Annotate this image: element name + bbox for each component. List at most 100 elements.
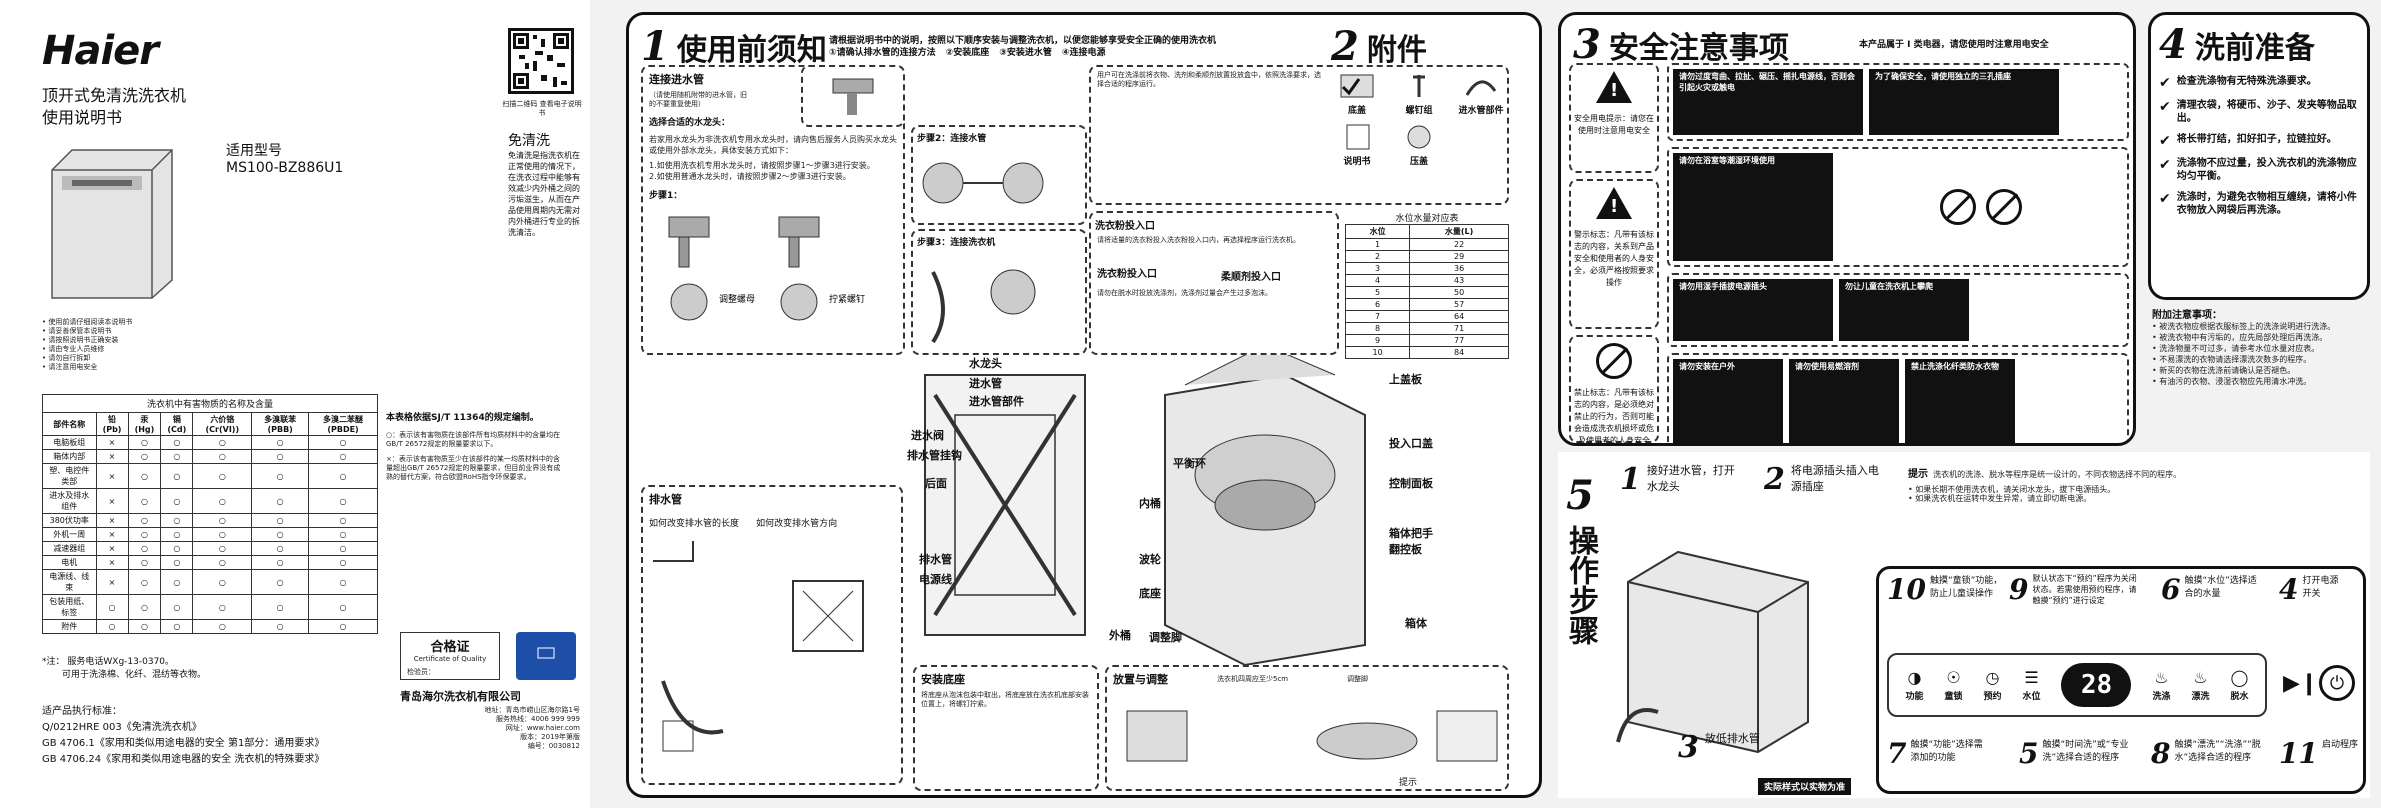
table-cell: 进水及排水组件 [42, 488, 97, 514]
label-base: 底座 [1139, 587, 1161, 600]
table-cell: 电源线、线束 [42, 569, 97, 595]
level-box: 放置与调整 洗衣机四周应至少5cm 调整脚 [1105, 665, 1509, 791]
function-button[interactable]: ◑功能 [1905, 668, 1924, 702]
rule-box: 请勿安装在户外 请勿使用易燃溶剂 禁止洗涤化纤类防水衣物 [1667, 353, 2129, 443]
table-cell: 电机 [42, 555, 97, 570]
table-cell: 1 [1344, 238, 1411, 251]
hazard-header-cell: 多溴联苯(PBB) [251, 412, 310, 436]
table-cell: ○ [308, 449, 378, 464]
table-cell: ○ [192, 541, 253, 556]
softener-title: 柔顺剂投入口 [1221, 272, 1281, 283]
table-cell: 电脑板组 [42, 435, 97, 450]
section-title: 使用前须知 [676, 32, 827, 68]
label-shell: 外桶 [1109, 629, 1131, 642]
wash-button[interactable]: ♨洗涤 [2152, 668, 2171, 702]
warning-icon [1596, 187, 1632, 219]
model-label: 适用型号 [226, 143, 282, 159]
child-lock-button[interactable]: ☉童锁 [1944, 668, 1963, 702]
label-pulsator: 波轮 [1139, 553, 1161, 566]
safety-panel: 3 安全注意事项 本产品属于 I 类电器，请您使用时注意用电安全 安全用电提示：… [1558, 12, 2136, 446]
table-cell: ○ [127, 569, 162, 595]
hazard-header-cell: 镉(Cd) [160, 412, 194, 436]
before-use-header: 1 使用前须知 [641, 23, 827, 70]
section-title: 安全注意事项 [1608, 30, 1789, 66]
note-line: 服务电话WXg-13-0370。 [67, 657, 175, 667]
table-cell: × [95, 527, 129, 542]
step-1-label: 步骤1： [649, 191, 683, 201]
washer-illustration [42, 140, 182, 300]
table-cell: ○ [160, 435, 194, 450]
before-use-panel: 1 使用前须知 请根据说明书中的说明，按照以下顺序安装与调整洗衣机，以便您能够享… [626, 12, 1542, 798]
step-2-box: 步骤2：连接水管 [911, 125, 1087, 225]
connect-water-title: 连接进水管 [649, 73, 704, 86]
spin-button[interactable]: ◯脱水 [2230, 668, 2249, 702]
footer-tip: 提示 [1399, 778, 1418, 788]
table-cell: ○ [160, 555, 194, 570]
table-cell: 5 [1344, 286, 1411, 299]
level-sub: 洗衣机四周应至少5cm [1217, 675, 1289, 683]
rule-box: 请勿用湿手插拔电源插头 勿让儿童在洗衣机上攀爬 [1667, 273, 2129, 347]
table-row: 箱体内部×○○○○○ [42, 449, 378, 464]
table-cell: × [95, 513, 129, 528]
drain-direction-label: 如何改变排水管方向 [756, 519, 838, 529]
prohibited-icon [1596, 343, 1632, 379]
table-cell: ○ [160, 463, 194, 489]
table-cell: ○ [127, 449, 162, 464]
detergent-box: 洗衣粉投入口 请将适量的洗衣粉投入洗衣粉投入口内，再选择程序运行洗衣机。 洗衣粉… [1089, 211, 1339, 355]
rule-box: 请勿过度弯曲、拉扯、碾压、摇扎电源线，否则会引起火灾或触电 为了确保安全，请使用… [1667, 63, 2129, 141]
table-cell: ○ [127, 513, 162, 528]
faucet-steps: 1.如使用洗衣机专用水龙头时，请按照步骤1～步骤3进行安装。2.如使用普通水龙头… [649, 161, 875, 181]
list-item: ✔检查洗涤物有无特殊洗涤要求。 [2159, 75, 2365, 91]
label-lid-handle: 箱体把手 [1389, 527, 1433, 540]
table-cell: 8 [1344, 322, 1411, 335]
table-cell: 57 [1409, 298, 1509, 311]
install-base-box: 安装底座 将底座从泡沫包装中取出，将底座放在洗衣机底部安装位置上，将螺钉拧紧。 [913, 665, 1099, 791]
power-button[interactable]: ⏻ [2319, 665, 2355, 701]
drain-length-label: 如何改变排水管的长度 [649, 519, 740, 529]
water-level-button[interactable]: ☰水位 [2022, 668, 2041, 702]
delay-button[interactable]: ◷预约 [1983, 668, 2002, 702]
table-cell: × [95, 569, 129, 595]
check-icon: ✔ [2159, 157, 2171, 173]
qr-code[interactable] [508, 28, 574, 94]
table-cell: ○ [192, 463, 253, 489]
table-cell: 77 [1409, 334, 1509, 347]
section-title: 洗前准备 [2194, 30, 2315, 66]
label-adjust-foot: 调整脚 [1149, 631, 1182, 644]
table-cell: ○ [192, 569, 253, 595]
brand-logo: Haier [42, 28, 159, 74]
standard-3: GB 4706.24《家用和类似用途电器的安全 洗衣机的特殊要求》 [42, 754, 325, 765]
label-top-cover: 上盖板 [1389, 373, 1422, 386]
free-clean-title: 免清洗 [508, 133, 550, 149]
table-row: 附件○○○○○○ [42, 619, 378, 634]
qr-caption: 扫描二维码 查看电子说明书 [502, 100, 582, 117]
table-cell: 29 [1409, 250, 1509, 263]
table-cell: ○ [160, 619, 194, 634]
table-cell: 塑、电控件类部 [42, 463, 97, 489]
table-cell: ○ [251, 435, 310, 450]
label-inner-tub: 内桶 [1139, 497, 1161, 510]
section-number: 1 [641, 23, 669, 70]
rinse-button[interactable]: ♨漂洗 [2191, 668, 2210, 702]
safety-warn-2: 警示标志：凡带有该标志的内容，关系到产品安全和使用者的人身安全，必须严格按照要求… [1569, 179, 1659, 329]
label-inlet-part: 进水管部件 [969, 395, 1024, 408]
table-cell: ○ [127, 594, 162, 620]
table-cell: 380伏功率 [42, 513, 97, 528]
table-cell: 外机一周 [42, 527, 97, 542]
table-cell: ○ [192, 435, 253, 450]
control-strip: ◑功能 ☉童锁 ◷预约 ☰水位 28 ♨洗涤 ♨漂洗 ◯脱水 [1887, 653, 2267, 717]
start-button[interactable]: ▶❙ [2283, 671, 2319, 696]
table-cell: × [95, 488, 129, 514]
table-cell: ○ [308, 513, 378, 528]
